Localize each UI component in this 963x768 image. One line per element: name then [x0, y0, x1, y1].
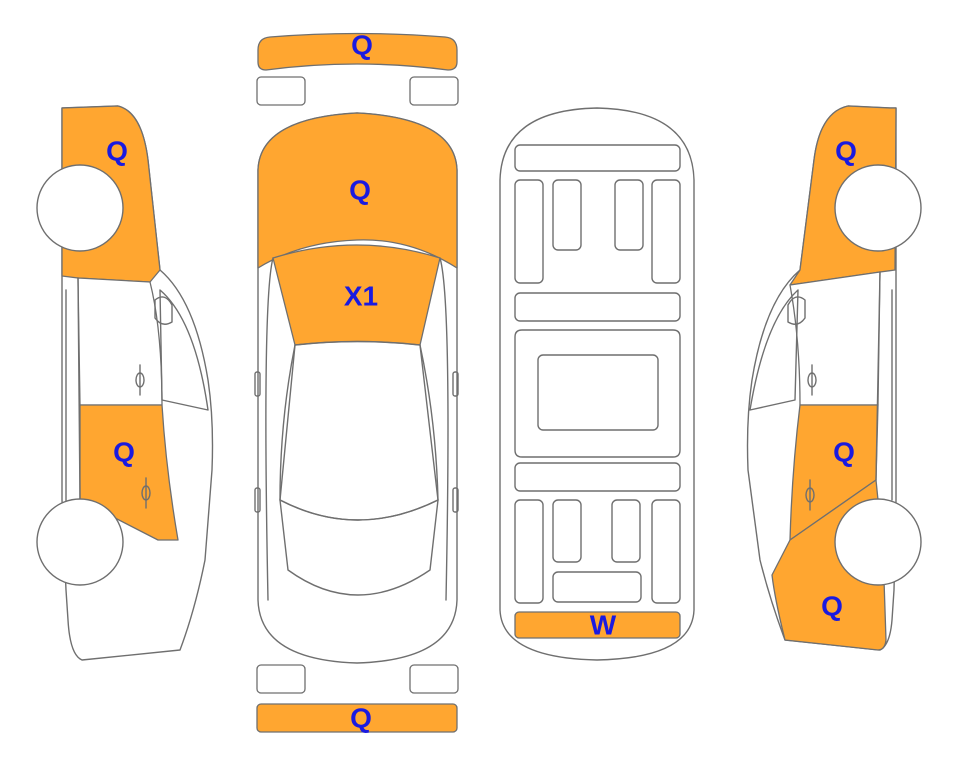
underbody-outline [499, 107, 695, 661]
right-front-wheel [834, 164, 922, 252]
right-sill-line [875, 271, 893, 501]
roof-outline [279, 340, 439, 521]
right-side-view: Q Q Q [746, 105, 922, 651]
underbody-rear-crossmember [514, 462, 681, 492]
right-door-handle-2 [805, 479, 815, 511]
right-mirror [787, 296, 806, 325]
left-door-handle-1 [135, 364, 145, 396]
right-rear-wheel [834, 498, 922, 586]
underbody-floor-pan [514, 329, 681, 458]
rear-window-outline [279, 499, 439, 596]
left-pillar-line [265, 257, 296, 601]
left-rear-door-label: Q [113, 437, 135, 468]
right-rear-quarter-label: Q [821, 591, 843, 622]
left-rear-wheel [36, 164, 124, 252]
underbody-mid-crossmember [514, 292, 681, 322]
front-left-headlamp [256, 76, 306, 106]
windshield-label: X1 [344, 281, 378, 312]
left-rear-quarter-label: Q [106, 136, 128, 167]
underbody-rear-left-rail [514, 499, 544, 604]
underbody-rear-panel[interactable] [514, 611, 681, 639]
rear-right-lamp [409, 664, 459, 694]
right-pillar-line [419, 257, 449, 601]
underbody-rear-right-rail [651, 499, 681, 604]
underbody-front-crossmember [514, 144, 681, 172]
underbody-front-right-rail [651, 179, 681, 284]
left-front-door-panel[interactable] [77, 277, 163, 406]
left-mirror-top [254, 371, 261, 397]
right-front-door-panel-upper[interactable] [789, 271, 881, 406]
underbody-rear-panel-label: W [590, 610, 617, 641]
underbody-view: W [499, 107, 695, 661]
underbody-rear-right-inner [611, 499, 641, 563]
left-sill-line [65, 277, 81, 521]
right-front-fender-label: Q [835, 136, 857, 167]
left-mirror [154, 296, 173, 325]
front-bumper-panel[interactable] [257, 32, 458, 71]
top-view: Q Q X1 Q [254, 30, 459, 734]
underbody-front-left-inner [552, 179, 582, 251]
right-door-handle-1 [807, 364, 817, 396]
left-door-handle-2 [141, 477, 151, 509]
rear-bumper-label: Q [350, 703, 372, 734]
rear-left-lamp [256, 664, 306, 694]
underbody-rear-left-inner [552, 499, 582, 563]
rear-bumper-panel[interactable] [256, 703, 458, 733]
right-handle-top [452, 487, 459, 513]
right-window [749, 289, 799, 411]
hood-panel[interactable] [257, 112, 458, 269]
underbody-front-right-inner [614, 179, 644, 251]
right-mirror-top [452, 371, 459, 397]
front-bumper-label: Q [351, 30, 373, 61]
hood-label: Q [349, 175, 371, 206]
left-side-view: Q Q [36, 105, 214, 661]
front-right-headlamp [409, 76, 459, 106]
underbody-front-left-rail [514, 179, 544, 284]
left-window [159, 289, 209, 411]
left-handle-top [254, 487, 261, 513]
left-front-wheel [36, 498, 124, 586]
underbody-center-tunnel [537, 354, 659, 431]
underbody-spare-well [552, 571, 642, 603]
right-front-door-label: Q [833, 437, 855, 468]
